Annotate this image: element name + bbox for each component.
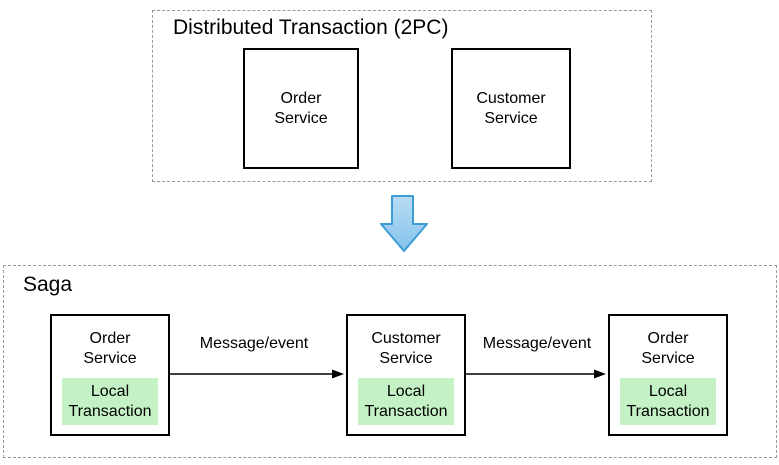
saga-section-title: Saga bbox=[23, 273, 73, 296]
2pc-order-service-label: Order Service bbox=[274, 89, 328, 127]
saga-order-service-label-1: Order Service bbox=[83, 330, 137, 367]
message-event-label-2: Message/event bbox=[482, 335, 592, 352]
2pc-section: Distributed Transaction (2PC) Order Serv… bbox=[152, 10, 652, 182]
saga-order-service-node-1: Order Service Local Transaction bbox=[50, 314, 170, 436]
2pc-section-title: Distributed Transaction (2PC) bbox=[173, 16, 449, 39]
local-transaction-box-2: Local Transaction bbox=[358, 378, 454, 425]
2pc-customer-service-node: Customer Service bbox=[451, 48, 571, 169]
saga-order-service-label-2: Order Service bbox=[641, 330, 695, 367]
message-event-label-1: Message/event bbox=[199, 335, 309, 352]
local-transaction-box-1: Local Transaction bbox=[62, 378, 158, 425]
local-transaction-box-3: Local Transaction bbox=[620, 378, 716, 425]
saga-customer-service-label: Customer Service bbox=[371, 330, 441, 367]
saga-order-service-node-2: Order Service Local Transaction bbox=[608, 314, 728, 436]
saga-section: Saga Order Service Local Transaction Mes… bbox=[3, 265, 777, 458]
saga-customer-service-node: Customer Service Local Transaction bbox=[346, 314, 466, 436]
transform-down-arrow-icon bbox=[380, 195, 428, 252]
2pc-order-service-node: Order Service bbox=[243, 48, 359, 169]
2pc-customer-service-label: Customer Service bbox=[476, 89, 546, 127]
